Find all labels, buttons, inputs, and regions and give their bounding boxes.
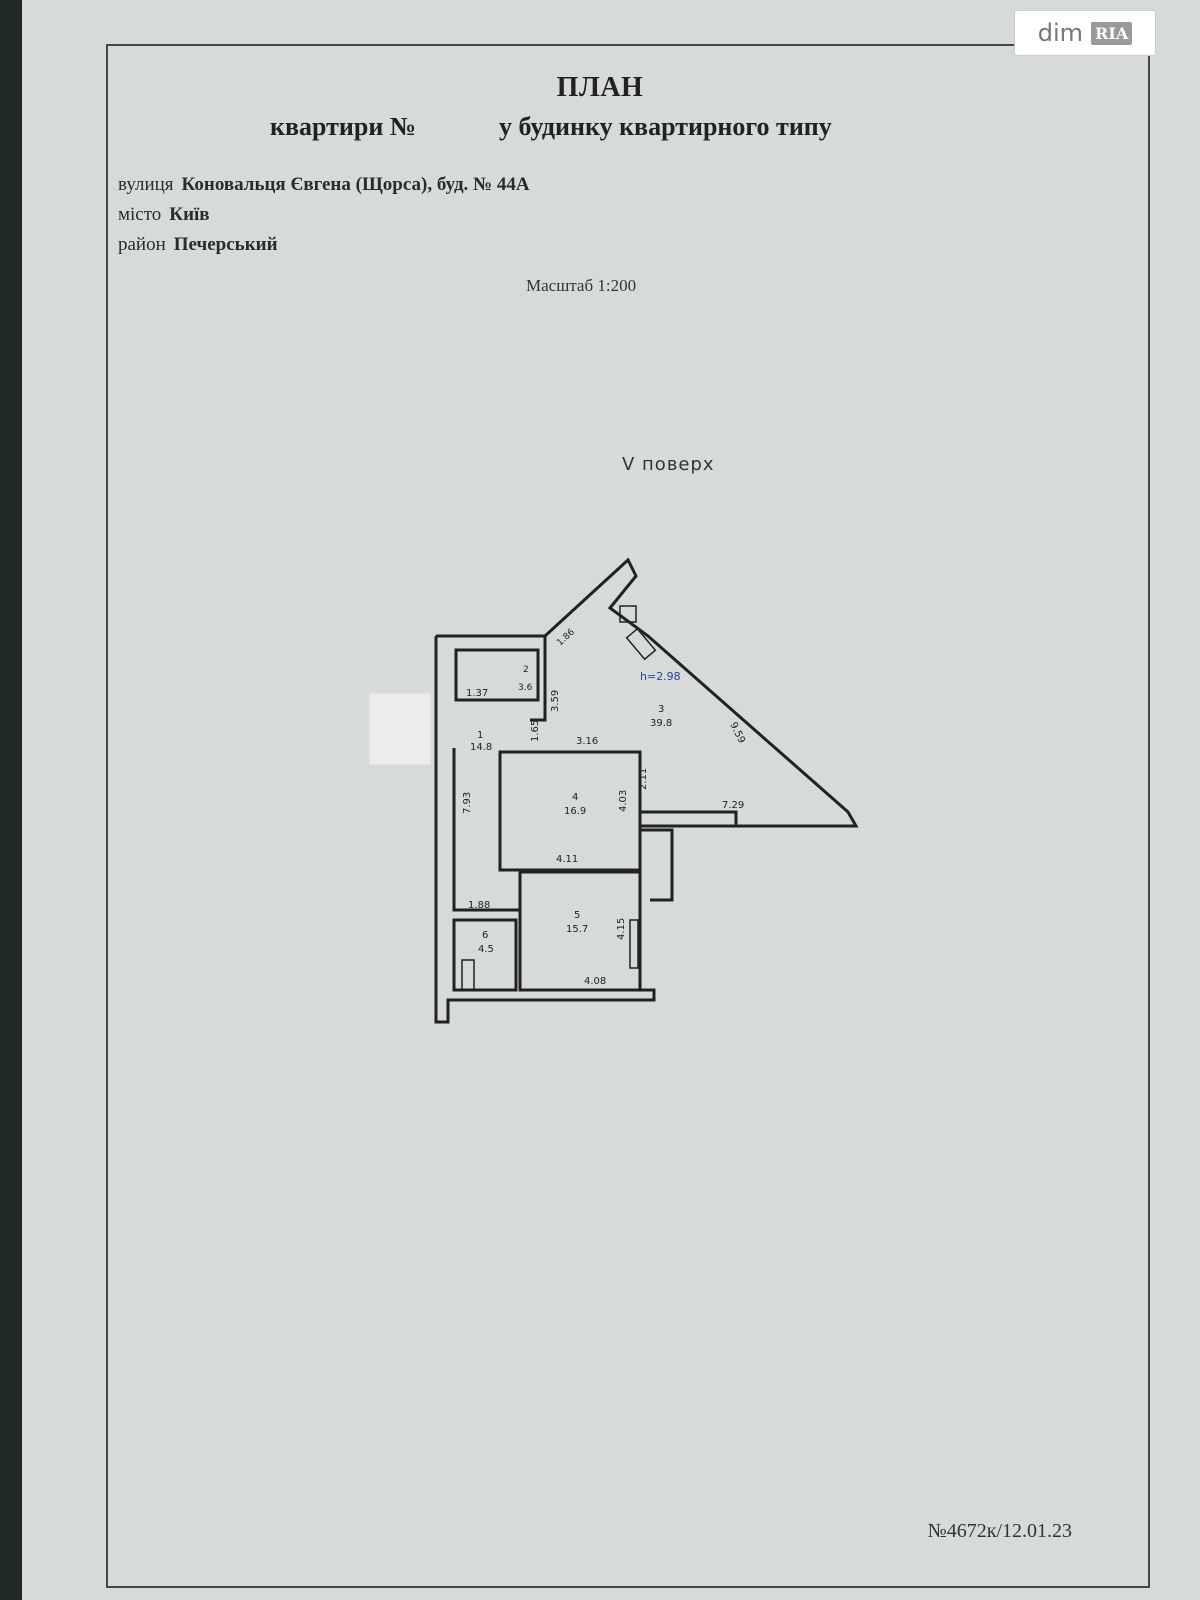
radiator-icon	[629, 919, 639, 969]
street-label: вулиця	[118, 174, 174, 195]
room-2-walls	[454, 648, 540, 702]
dim-7-93: 7.93	[462, 792, 473, 814]
stove-icon	[619, 605, 637, 623]
outer-wall-top	[436, 634, 547, 722]
bathtub-icon	[461, 959, 475, 991]
subtitle-prefix: квартири №	[270, 112, 416, 141]
room-6-area: 4.5	[478, 944, 494, 955]
city-line: місто Київ	[118, 204, 210, 226]
room-4-area: 16.9	[564, 806, 586, 817]
dim-4-08: 4.08	[584, 976, 606, 987]
ceiling-height-label: h=2.98	[640, 670, 681, 683]
logo-mark: RIA	[1091, 21, 1133, 45]
dim-4-03: 4.03	[618, 790, 629, 812]
document-title: ПЛАН	[556, 72, 644, 103]
city-label: місто	[118, 204, 162, 225]
floor-label: V поверх	[622, 454, 715, 475]
dim-2-11: 2.11	[638, 768, 649, 790]
logo-text: dim	[1037, 19, 1084, 47]
dim-9-59: 9.59	[727, 720, 747, 745]
dim-1-88: 1.88	[468, 900, 490, 911]
room-5-walls	[518, 870, 642, 992]
city-value: Київ	[169, 204, 210, 225]
plan-fixtures	[369, 605, 657, 991]
scale-label: Масштаб 1:200	[526, 276, 637, 295]
dim-7-29: 7.29	[722, 800, 744, 811]
plan-walls	[434, 557, 859, 1024]
street-line: вулиця Коновальця Євгена (Щорса), буд. № …	[118, 174, 530, 196]
room-6-number: 6	[482, 930, 488, 941]
room-3-area: 39.8	[650, 718, 672, 729]
dimria-logo[interactable]: dim RIA	[1014, 10, 1156, 56]
room-3-number: 3	[658, 704, 664, 715]
dim-4-15: 4.15	[616, 918, 627, 940]
room-2-number: 2	[523, 665, 529, 675]
corridor-wall	[452, 748, 520, 912]
plan-sheet	[22, 0, 1200, 1600]
blank-patch	[369, 693, 431, 765]
room-2-area: 3.6	[518, 683, 533, 693]
subtitle-suffix: у будинку квартирного типу	[498, 112, 832, 141]
dim-1-37: 1.37	[466, 688, 488, 699]
sheet-frame	[106, 44, 1150, 1588]
district-line: район Печерський	[118, 234, 278, 256]
document-subtitle: квартири № у будинку квартирного типу	[270, 112, 832, 142]
room-5-number: 5	[574, 910, 580, 921]
street-value: Коновальця Євгена (Щорса), буд. № 44А	[181, 174, 530, 195]
outer-wall-left	[434, 636, 656, 1024]
dim-3-59: 3.59	[550, 690, 561, 712]
dim-4-11: 4.11	[556, 854, 578, 865]
room-5-area: 15.7	[566, 924, 588, 935]
partition-wall	[640, 810, 738, 828]
district-label: район	[118, 234, 166, 255]
dim-3-16: 3.16	[576, 736, 598, 747]
room-1-area: 14.8	[470, 742, 492, 753]
registration-stamp: №4672к/12.01.23	[927, 1520, 1072, 1542]
room-1-number: 1	[477, 730, 483, 741]
outer-wall-triangle	[543, 557, 859, 828]
sink-icon	[625, 627, 657, 661]
room-4-number: 4	[572, 792, 578, 803]
dim-1-65: 1.65	[530, 720, 541, 742]
dim-1-86: 1.86	[555, 627, 577, 648]
room-6-walls	[452, 918, 518, 992]
balcony-wall	[640, 828, 674, 902]
district-value: Печерський	[173, 234, 278, 255]
